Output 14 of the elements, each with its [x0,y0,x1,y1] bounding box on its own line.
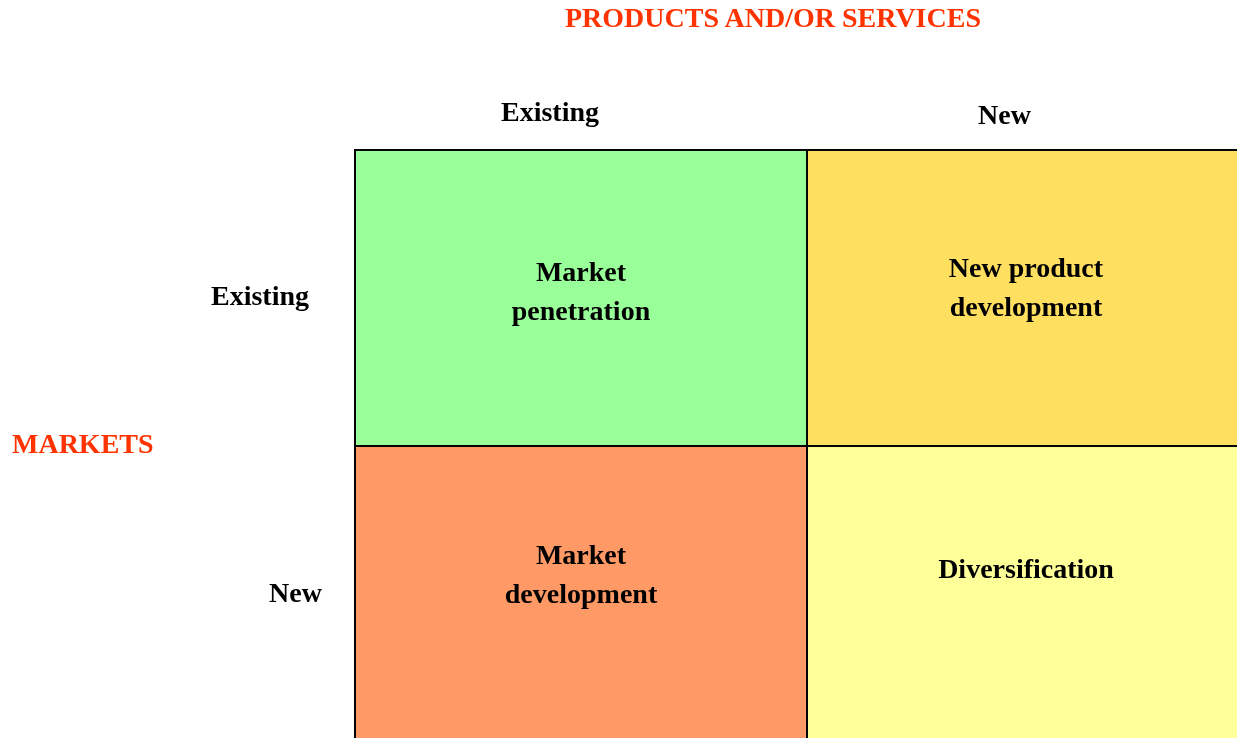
column-header: New [978,99,1031,131]
quadrant-label: Diversification [938,551,1114,586]
quadrant-label: Market development [503,538,659,611]
row-header: Existing [211,280,310,312]
row-header: New [269,577,322,609]
quadrant-label: Market penetration [510,255,652,328]
quadrant-box [354,445,808,738]
axis-title: PRODUCTS AND/OR SERVICES [565,2,981,34]
quadrant-box [806,445,1237,738]
quadrant-label: New product development [947,251,1105,324]
axis-title: MARKETS [12,428,154,460]
quadrant-box [806,149,1237,447]
column-header: Existing [501,96,600,128]
quadrant-box [354,149,808,447]
